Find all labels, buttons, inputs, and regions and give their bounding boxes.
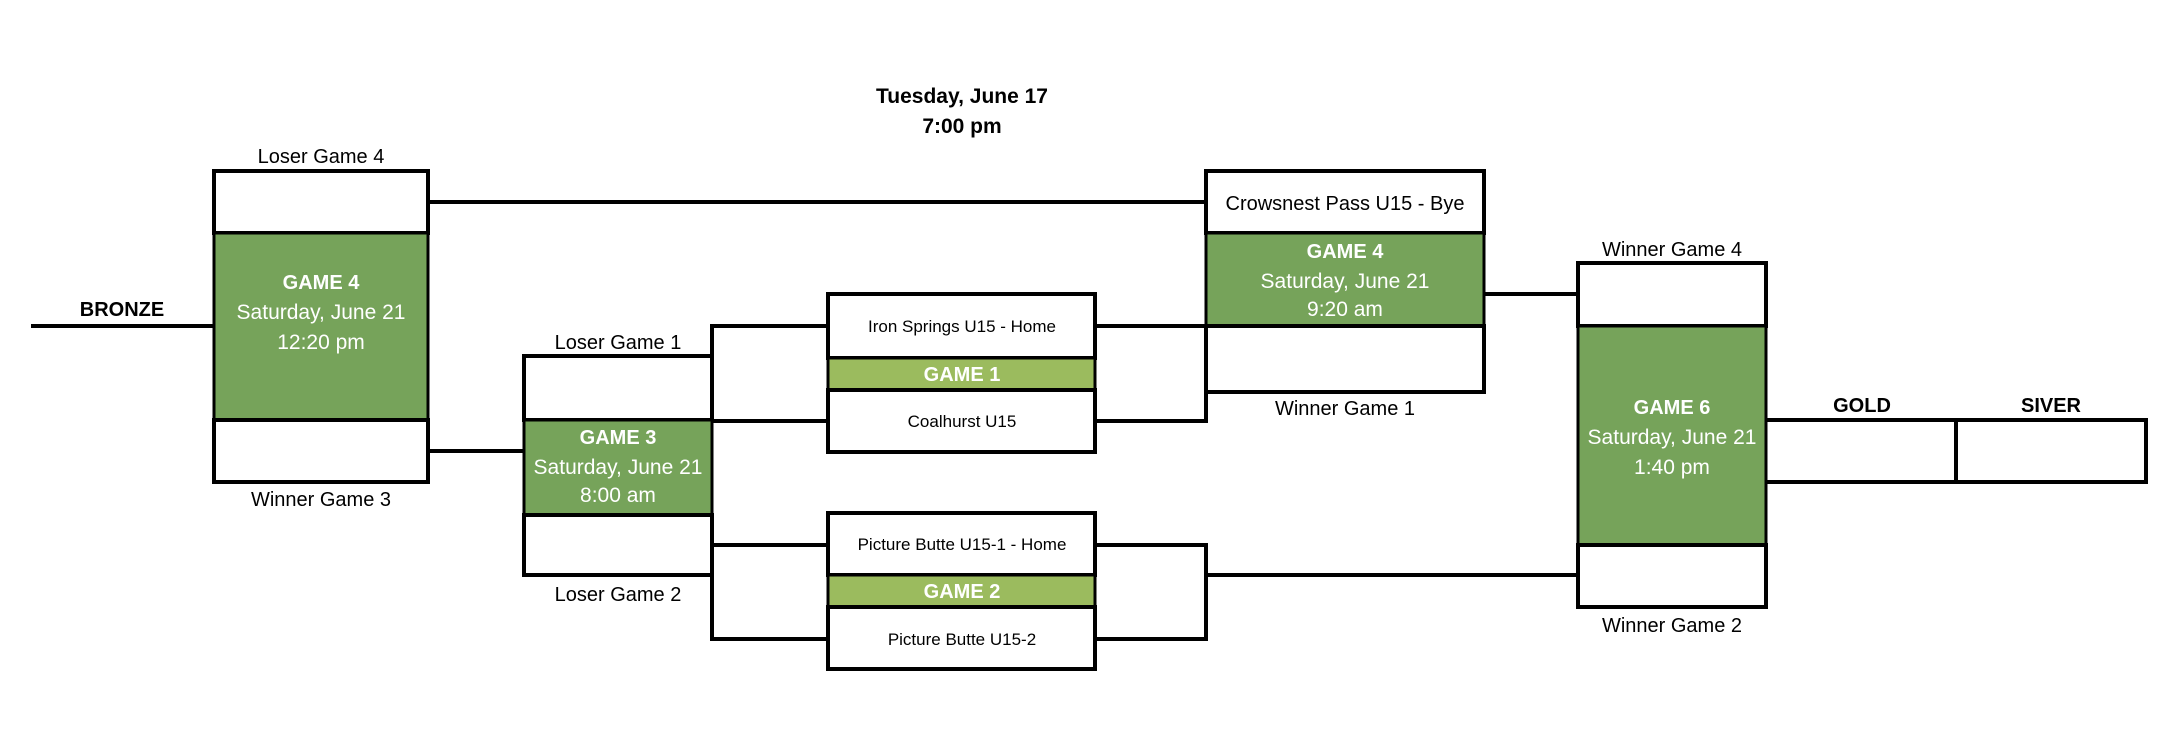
label-silver: SIVER [2021,395,2082,417]
game1-home-line [710,324,828,356]
team-crowsnest: Crowsnest Pass U15 - Bye [1226,193,1465,215]
game3-time: 8:00 am [580,484,656,507]
game6-top-slot [1576,261,1768,328]
game4-semi-title: GAME 4 [1307,241,1385,263]
label-winner-game-1: Winner Game 1 [1275,398,1415,420]
game1-title: GAME 1 [924,364,1001,386]
label-bronze: BRONZE [80,299,164,321]
game2-away-line [710,545,828,641]
label-loser-game-2: Loser Game 2 [555,584,682,606]
bronze-top-slot [212,169,430,235]
team-picture-butte-1: Picture Butte U15-1 - Home [858,535,1067,554]
header-day: Tuesday, June 17 [876,85,1048,108]
game2-home-line [710,515,828,547]
game2-title: GAME 2 [924,581,1001,603]
silver-slot [1954,418,2148,484]
game3-title: GAME 3 [580,427,657,449]
label-loser-game-4: Loser Game 4 [258,146,385,168]
game3-top-slot [522,354,714,422]
game4-bronze-time: 12:20 pm [277,331,365,354]
game4-bronze-box [212,231,430,422]
game1-away-slot [826,388,1097,454]
game1-out-bottom [1095,392,1208,423]
game2-away-slot [826,605,1097,671]
game6-title: GAME 6 [1634,397,1711,419]
label-winner-game-4: Winner Game 4 [1602,239,1742,261]
team-picture-butte-2: Picture Butte U15-2 [888,630,1036,649]
game1-header [826,356,1097,392]
label-winner-game-2: Winner Game 2 [1602,615,1742,637]
game1-home-slot [826,292,1097,360]
header-time: 7:00 pm [922,115,1001,138]
team-iron-springs: Iron Springs U15 - Home [868,317,1056,336]
label-winner-game-3: Winner Game 3 [251,489,391,511]
game4-semi-box [1204,231,1486,328]
game6-time: 1:40 pm [1634,456,1710,479]
game4-semi-date: Saturday, June 21 [1261,270,1430,293]
label-loser-game-1: Loser Game 1 [555,332,682,354]
game4-bronze-date: Saturday, June 21 [237,301,406,324]
bronze-bottom-slot [212,418,430,484]
team-coalhurst: Coalhurst U15 [908,412,1017,431]
game3-date: Saturday, June 21 [534,456,703,479]
game4-bronze-title: GAME 4 [283,272,361,294]
game6-bottom-slot [1576,543,1768,609]
game6-date: Saturday, June 21 [1588,426,1757,449]
game4-semi-time: 9:20 am [1307,298,1383,321]
game4-semi-bottom-slot [1204,324,1486,394]
label-gold: GOLD [1833,395,1891,417]
game3-box [522,418,714,517]
game6-box [1576,324,1768,547]
game3-bottom-slot [522,513,714,577]
game2-bracket-line [1095,543,1208,641]
